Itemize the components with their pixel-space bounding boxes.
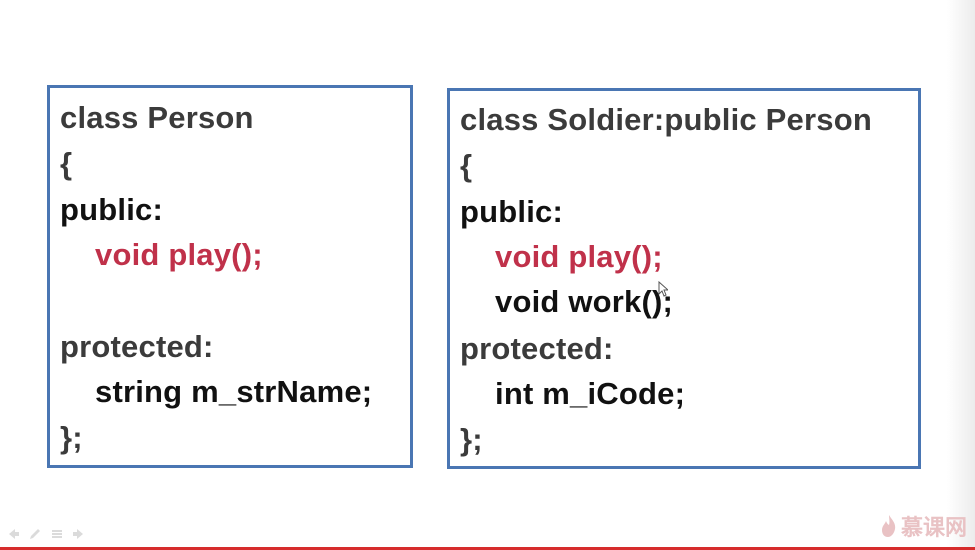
logo-text: 慕课网 [900, 515, 967, 540]
arrow-right-icon[interactable] [72, 527, 86, 541]
code-line-class-decl: class Person [60, 100, 254, 135]
slide-controls [6, 527, 86, 541]
page-edge-shadow [947, 0, 975, 548]
pencil-icon[interactable] [28, 527, 42, 541]
video-progress-bar[interactable] [0, 547, 975, 550]
code-line-public: public: [60, 192, 163, 227]
code-line-play-method: void play(); [495, 239, 663, 274]
code-line-member-name: string m_strName; [95, 374, 373, 409]
video-progress-fill [0, 547, 975, 550]
code-line-open-brace: { [60, 146, 73, 181]
arrow-left-icon[interactable] [6, 527, 20, 541]
code-line-close-brace: }; [60, 420, 83, 455]
code-line-play-method: void play(); [95, 237, 263, 272]
imooc-logo: 慕课网 [880, 510, 967, 542]
code-line-work-method: void work(); [495, 284, 674, 319]
code-box-soldier: class Soldier:public Person { public: vo… [447, 88, 921, 469]
code-box-person: class Person { public: void play(); prot… [47, 85, 413, 468]
code-line-protected: protected: [60, 329, 214, 364]
code-line-open-brace: { [460, 148, 473, 183]
code-line-class-decl: class Soldier:public Person [460, 102, 872, 137]
code-line-member-code: int m_iCode; [495, 376, 686, 411]
code-line-close-brace: }; [460, 422, 483, 457]
menu-icon[interactable] [50, 527, 64, 541]
code-line-public: public: [460, 194, 563, 229]
mouse-cursor-icon [658, 281, 668, 297]
code-line-protected: protected: [460, 331, 614, 366]
flame-icon [881, 515, 896, 537]
